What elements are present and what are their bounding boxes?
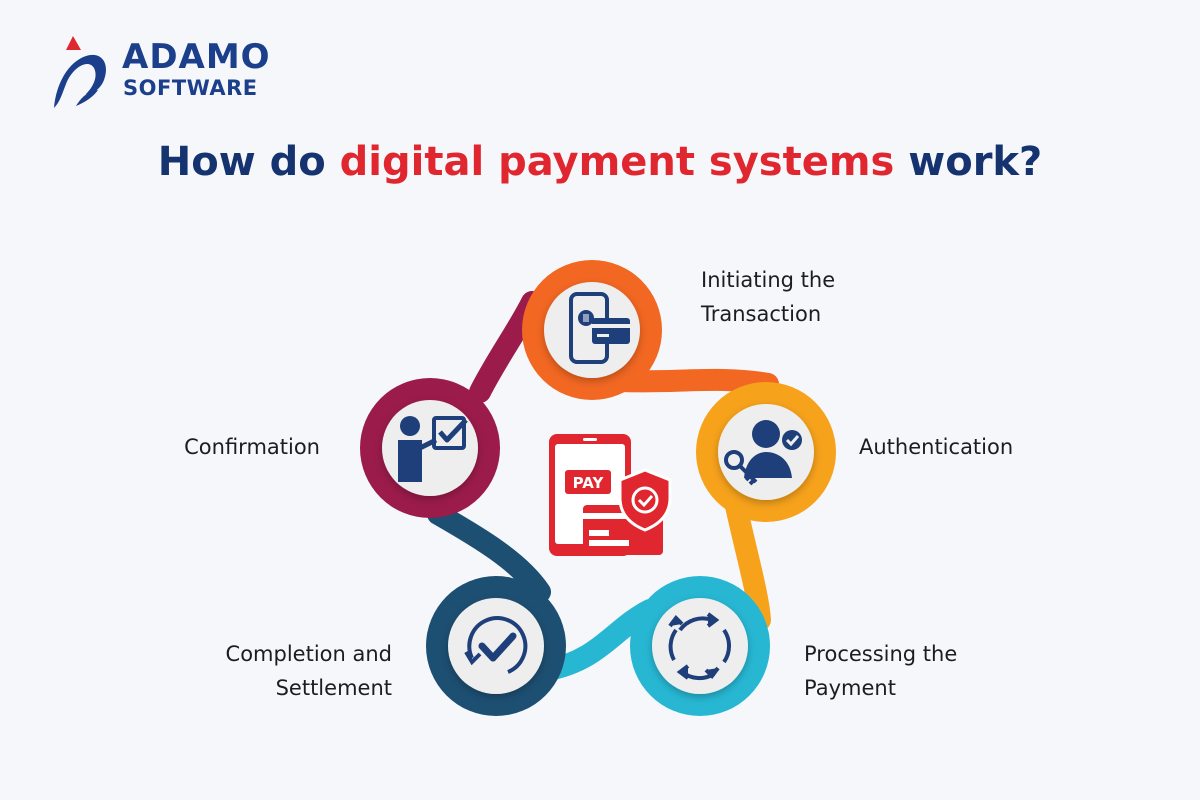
label-processing-line2: Payment (804, 676, 896, 700)
label-authentication-line1: Authentication (859, 435, 1014, 459)
title-prefix: How do (157, 139, 340, 185)
page-title: How do digital payment systems work? (0, 132, 1200, 192)
label-confirmation: Confirmation (184, 430, 320, 464)
brand-logo: ADAMO SOFTWARE (46, 34, 306, 110)
pay-phone-shield-card-icon: PAY (549, 434, 672, 556)
user-checklist-icon (398, 416, 468, 482)
logo-mark-icon (54, 36, 106, 108)
title-highlight: digital payment systems (339, 139, 895, 185)
center-pay-text: PAY (573, 474, 605, 492)
brand-name-line2: SOFTWARE (123, 76, 258, 100)
label-authentication: Authentication (859, 430, 1013, 464)
label-processing: Processing the Payment (804, 637, 957, 705)
refresh-cycle-icon (668, 612, 732, 681)
label-initiating-line1: Initiating the (701, 268, 836, 292)
label-initiating-line2: Transaction (701, 302, 822, 326)
brand-name-line1: ADAMO (122, 37, 271, 77)
connector-completion-confirmation (427, 503, 551, 603)
label-initiating: Initiating the Transaction (701, 263, 835, 331)
check-circle-arrow-icon (464, 616, 528, 674)
label-confirmation-line1: Confirmation (184, 435, 320, 459)
step-confirmation (360, 378, 500, 518)
label-completion: Completion and Settlement (226, 637, 392, 705)
label-completion-line1: Completion and (225, 642, 392, 666)
step-completion (426, 576, 566, 716)
step-processing (630, 576, 770, 716)
step-authentication (696, 382, 836, 522)
label-completion-line2: Settlement (275, 676, 392, 700)
step-initiating (522, 260, 662, 400)
label-processing-line1: Processing the (804, 642, 958, 666)
phone-card-dollar-icon (569, 292, 630, 364)
user-key-check-icon (724, 420, 802, 486)
title-suffix: work? (894, 139, 1043, 185)
